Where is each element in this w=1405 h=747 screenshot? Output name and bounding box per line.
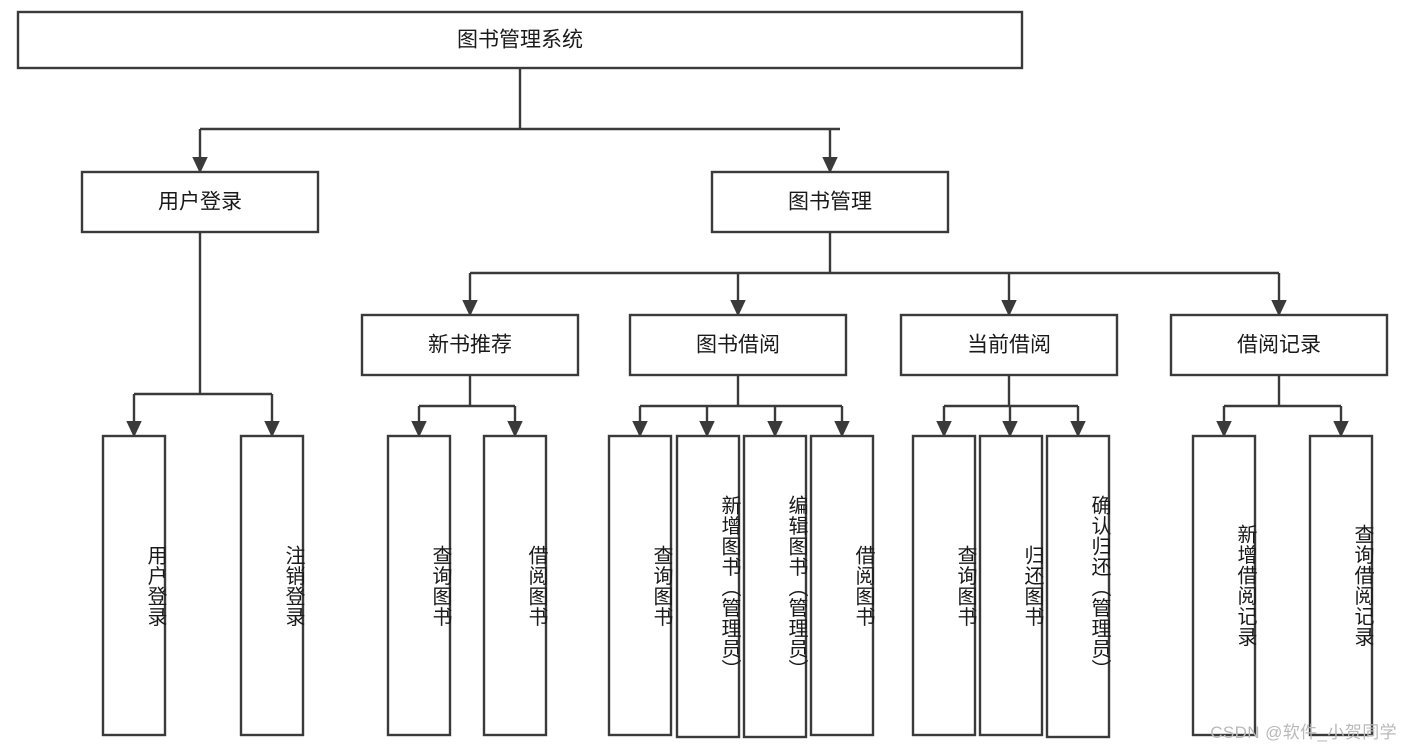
watermark-text: CSDN @软件_小贺同学 (1210, 723, 1397, 742)
node-leaf-user-logout[interactable] (239, 434, 305, 737)
node-new-book-recommend-label: 新书推荐 (428, 334, 512, 357)
node-leaf-borrow-book-1[interactable] (482, 434, 548, 737)
node-book-borrow[interactable] (628, 313, 848, 377)
node-leaf-confirm-return[interactable] (1045, 434, 1111, 739)
node-current-borrow[interactable] (899, 313, 1119, 377)
node-leaf-query-book-1[interactable] (386, 434, 452, 737)
node-book-borrow-label: 图书借阅 (696, 334, 780, 357)
node-leaf-query-record[interactable] (1308, 434, 1374, 737)
node-new-book-recommend[interactable] (360, 313, 580, 377)
node-borrow-record-label: 借阅记录 (1237, 334, 1321, 357)
node-root-label: 图书管理系统 (457, 29, 583, 52)
node-user-login-label: 用户登录 (158, 191, 242, 214)
node-borrow-record[interactable] (1169, 313, 1389, 377)
node-leaf-edit-book[interactable] (742, 434, 808, 739)
node-user-login[interactable] (80, 170, 320, 234)
node-leaf-add-record[interactable] (1191, 434, 1257, 737)
node-root[interactable] (16, 10, 1024, 70)
node-book-management[interactable] (710, 170, 950, 234)
node-leaf-user-login[interactable] (101, 434, 167, 737)
node-leaf-add-book[interactable] (675, 434, 741, 739)
node-leaf-return-book[interactable] (978, 434, 1044, 737)
node-leaf-query-book-3[interactable] (911, 434, 977, 737)
node-current-borrow-label: 当前借阅 (967, 334, 1051, 357)
node-book-management-label: 图书管理 (788, 191, 872, 214)
node-leaf-query-book-2[interactable] (607, 434, 673, 737)
node-leaf-borrow-book-2[interactable] (809, 434, 875, 737)
